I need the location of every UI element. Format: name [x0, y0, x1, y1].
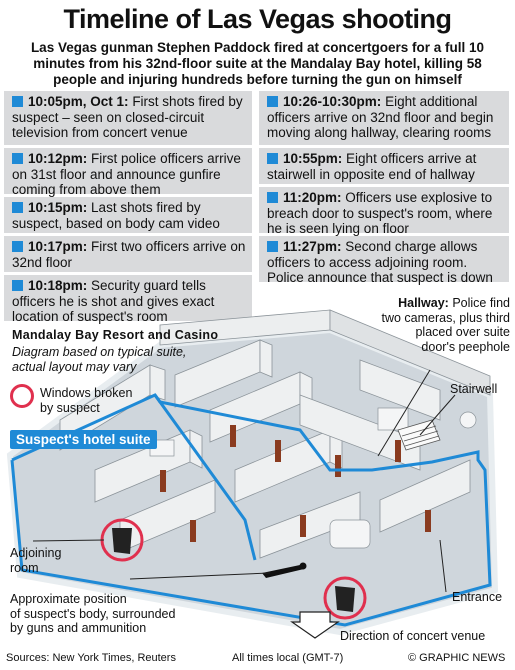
- event-time: 11:27pm:: [283, 239, 342, 254]
- event-time: 10:17pm:: [28, 239, 88, 254]
- diagram-heading-text: Mandalay Bay Resort and Casino: [12, 328, 219, 342]
- entrance-label: Entrance: [452, 590, 503, 604]
- suspect-body-icon: [262, 565, 304, 578]
- stairwell-label: Stairwell: [450, 382, 498, 396]
- event-text: First police officers arrive on 31st flo…: [12, 151, 241, 197]
- page-subtitle: Las Vegas gunman Stephen Paddock fired a…: [30, 40, 485, 87]
- timeline-event: 10:18pm: Security guard tells officers h…: [4, 275, 252, 324]
- timeline-event: 10:15pm: Last shots fired by suspect, ba…: [4, 197, 252, 233]
- broken-glass-icon: [335, 586, 355, 612]
- event-time: 10:26-10:30pm:: [283, 94, 382, 109]
- page-title: Timeline of Las Vegas shooting: [63, 4, 452, 34]
- bullet-square-icon: [12, 153, 23, 164]
- bullet-square-icon: [267, 192, 278, 203]
- timeline-event: 10:05pm, Oct 1: First shots fired by sus…: [4, 91, 252, 145]
- event-time: 11:20pm:: [283, 190, 342, 205]
- suspect-head-icon: [299, 562, 307, 570]
- event-text: Eight additional officers arrive on 32nd…: [267, 94, 494, 140]
- timeline-event: 10:17pm: First two officers arrive on 32…: [4, 236, 252, 272]
- bullet-square-icon: [267, 153, 278, 164]
- adjoining-line: room: [10, 560, 39, 575]
- event-text: First two officers arrive on 32nd floor: [12, 239, 246, 270]
- timeline-event: 11:27pm: Second charge allows officers t…: [259, 236, 509, 285]
- hallway-line: placed over suite: [415, 325, 510, 339]
- event-time: 10:15pm:: [28, 200, 88, 215]
- hallway-line: two cameras, plus third: [381, 310, 510, 325]
- footer-time-note: All times local (GMT-7): [232, 652, 344, 664]
- bullet-square-icon: [12, 96, 23, 107]
- event-time: 10:18pm:: [28, 278, 88, 293]
- hallway-title: Hallway:: [398, 296, 449, 310]
- event-text: First shots fired by suspect – seen on c…: [12, 94, 243, 140]
- legend-line: Windows broken: [40, 386, 133, 400]
- event-text: Last shots fired by suspect, based on bo…: [12, 200, 220, 231]
- suite-floor-plan: [6, 309, 499, 639]
- bullet-square-icon: [12, 280, 23, 291]
- broken-glass-icon: [112, 528, 132, 554]
- event-time: 10:55pm:: [283, 151, 343, 166]
- suspect-body-label: Approximate position of suspect's body, …: [10, 592, 240, 636]
- adjoining-room-label: Adjoining room: [10, 546, 61, 575]
- suite-label: Suspect's hotel suite: [10, 430, 157, 449]
- timeline-event: 10:55pm: Eight officers arrive at stairw…: [259, 148, 509, 184]
- legend-windows-label: Windows broken by suspect: [40, 386, 132, 415]
- direction-arrow-icon: [290, 611, 340, 639]
- body-line: Approximate position: [10, 592, 127, 606]
- legend-window-circle-icon: [10, 384, 34, 408]
- footer-sources: Sources: New York Times, Reuters: [6, 652, 176, 664]
- event-text: Second charge allows officers to access …: [267, 239, 493, 285]
- suite-outline: [10, 393, 492, 627]
- footer-credit: © GRAPHIC NEWS: [408, 652, 506, 664]
- hallway-line: Police find: [452, 296, 510, 310]
- adjoining-line: Adjoining: [10, 546, 62, 560]
- stairwell-steps: [397, 419, 441, 451]
- bullet-square-icon: [267, 241, 278, 252]
- hallway-line: door's peephole: [421, 339, 510, 354]
- doors: [160, 425, 431, 542]
- hallway-label: Hallway: Police find two cameras, plus t…: [360, 296, 510, 354]
- diagram-note-line: Diagram based on typical suite,: [12, 345, 187, 359]
- timeline-event: 11:20pm: Officers use explosive to breac…: [259, 187, 509, 236]
- body-line: by guns and ammunition: [10, 621, 147, 635]
- event-time: 10:12pm:: [28, 151, 88, 166]
- back-wall: [329, 309, 491, 396]
- bullet-square-icon: [12, 202, 23, 213]
- bullet-square-icon: [12, 241, 23, 252]
- legend-line: by suspect: [40, 400, 100, 415]
- body-line: of suspect's body, surrounded: [10, 606, 176, 621]
- diagram-note-line: actual layout may vary: [12, 359, 137, 374]
- broken-window-suite: [323, 576, 367, 620]
- diagram-note: Diagram based on typical suite, actual l…: [12, 345, 242, 374]
- event-text: Security guard tells officers he is shot…: [12, 278, 215, 324]
- event-time: 10:05pm, Oct 1:: [28, 94, 129, 109]
- event-text: Officers use explosive to breach door to…: [267, 190, 493, 236]
- suite-inner-walls: [153, 394, 257, 561]
- timeline-event: 10:26-10:30pm: Eight additional officers…: [259, 91, 509, 145]
- bullet-square-icon: [267, 96, 278, 107]
- event-text: Eight officers arrive at stairwell in op…: [267, 151, 477, 182]
- direction-label: Direction of concert venue: [340, 629, 486, 643]
- diagram-heading: Mandalay Bay Resort and Casino: [12, 328, 272, 343]
- timeline-event: 10:12pm: First police officers arrive on…: [4, 148, 252, 197]
